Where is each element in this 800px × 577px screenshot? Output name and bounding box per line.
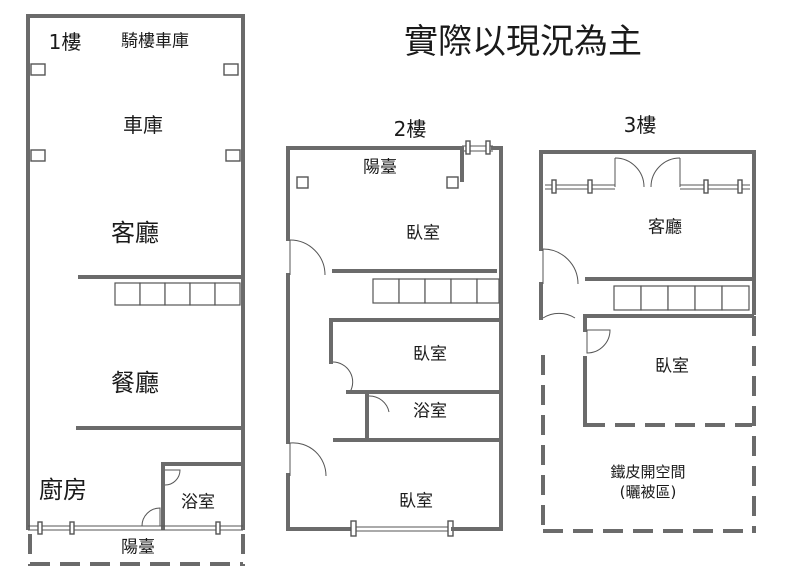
room-balcony: 陽臺: [121, 537, 155, 558]
room-bath: 浴室: [181, 492, 215, 513]
room-bath: 浴室: [413, 401, 447, 422]
room-bedroom: 臥室: [655, 356, 689, 377]
room-balcony: 陽臺: [363, 157, 397, 178]
disclaimer-note: 實際以現況為主: [404, 22, 642, 62]
room-garage: 車庫: [123, 113, 163, 137]
room-bedroom: 臥室: [406, 223, 440, 244]
floor-3-label: 3樓: [623, 113, 657, 137]
floor-2-plan: [286, 140, 503, 537]
floor-1-label: 1樓: [48, 30, 82, 54]
room-dining: 餐廳: [111, 369, 159, 397]
room-open-space: 鐵皮開空間 (曬被區): [610, 462, 685, 503]
room-open-space-note: (曬被區): [619, 483, 677, 501]
room-open-space-label: 鐵皮開空間: [610, 462, 686, 481]
room-kitchen: 廚房: [39, 476, 87, 504]
room-living: 客廳: [111, 219, 159, 247]
floor-1-plan: [26, 14, 245, 566]
floor-2-label: 2樓: [393, 117, 427, 141]
room-arcade-garage: 騎樓車庫: [121, 31, 189, 52]
room-bedroom: 臥室: [413, 344, 447, 365]
floor-3-plan: [539, 150, 756, 533]
room-bedroom: 臥室: [399, 491, 433, 512]
room-living: 客廳: [648, 217, 682, 238]
